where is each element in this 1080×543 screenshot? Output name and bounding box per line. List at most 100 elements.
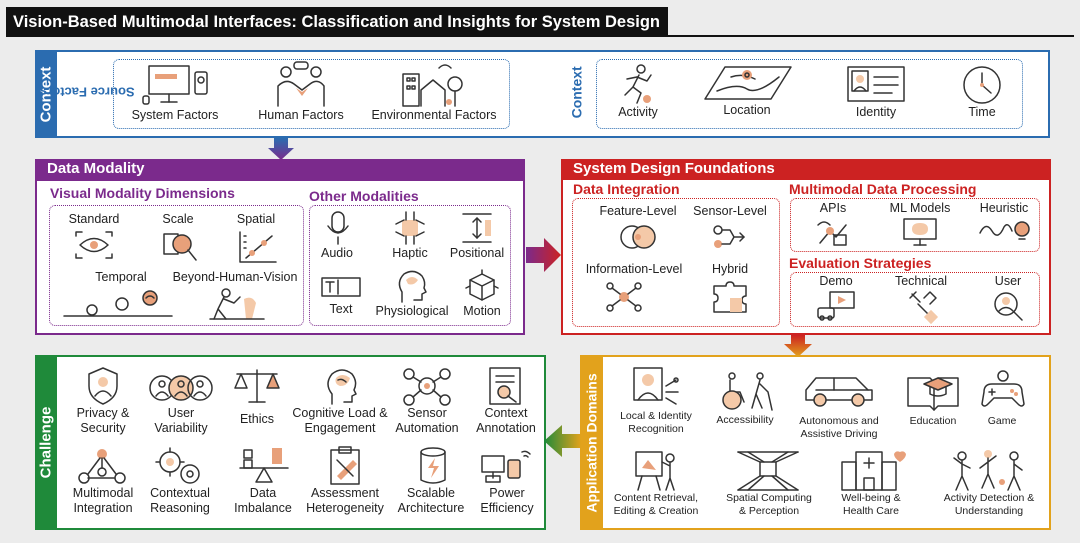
challenge-item-label: Contextual bbox=[150, 486, 210, 500]
hospital-icon bbox=[838, 448, 910, 492]
processing-item-label: APIs bbox=[819, 201, 847, 215]
processing-title: Multimodal Data Processing bbox=[789, 181, 977, 197]
sensor-icon bbox=[710, 222, 772, 254]
shield-person-icon bbox=[85, 366, 140, 406]
running-icon bbox=[617, 63, 671, 105]
other-modalities-box bbox=[309, 205, 511, 326]
network-icon bbox=[604, 280, 690, 314]
evaluation-item-technical: Technical bbox=[886, 274, 956, 325]
thermal-figure-icon bbox=[208, 287, 302, 321]
application-item-label: Health Care bbox=[842, 505, 900, 517]
application-item-label: Autonomous and bbox=[799, 415, 879, 427]
integration-item-feature-level: Feature-Level bbox=[590, 204, 686, 252]
context-item-label: Location bbox=[723, 103, 771, 117]
processing-item-label: Heuristic bbox=[979, 201, 1029, 215]
title-underline bbox=[6, 35, 1074, 37]
other-item-physiological: Physiological bbox=[370, 268, 454, 319]
challenge-item-label: Integration bbox=[73, 501, 133, 515]
integration-item-sensor-level: Sensor-Level bbox=[688, 204, 772, 254]
visual-modality-box bbox=[49, 205, 304, 326]
application-item-label: Editing & Creation bbox=[613, 505, 699, 517]
other-item-audio: Audio bbox=[314, 210, 360, 261]
challenge-item-label: Engagement bbox=[304, 421, 376, 435]
visual-modality-title: Visual Modality Dimensions bbox=[50, 185, 235, 201]
challenge-item-label: Multimodal bbox=[72, 486, 134, 500]
visual-item-label: Temporal bbox=[95, 270, 147, 284]
puzzle-icon bbox=[710, 280, 760, 314]
visual-item-scale: Scale bbox=[150, 212, 206, 262]
challenge-item: Privacy & Security bbox=[66, 366, 140, 436]
challenge-item-label: Data bbox=[249, 486, 277, 500]
challenge-item-label: User bbox=[167, 406, 195, 420]
challenge-item: User Variability bbox=[144, 366, 218, 436]
challenge-item-label: Power bbox=[489, 486, 525, 500]
clock-icon bbox=[961, 63, 1011, 105]
application-item-label: Well-being & bbox=[841, 492, 901, 504]
data-integration-title: Data Integration bbox=[573, 181, 680, 197]
challenge-panel bbox=[35, 355, 546, 530]
hands-icon bbox=[392, 210, 438, 246]
challenge-item: Sensor Automation bbox=[392, 366, 462, 436]
integration-item-label: Information-Level bbox=[585, 262, 683, 276]
other-modalities-title: Other Modalities bbox=[309, 188, 419, 204]
annotation-icon bbox=[488, 366, 540, 406]
challenge-item: Context Annotation bbox=[472, 366, 540, 436]
venn-icon bbox=[618, 222, 686, 252]
source-item-label: Human Factors bbox=[258, 108, 344, 122]
integration-item-information-level: Information-Level bbox=[578, 262, 690, 314]
context-item-label: Identity bbox=[855, 105, 897, 119]
application-item: Accessibility bbox=[708, 372, 782, 427]
context-item-location: Location bbox=[699, 63, 795, 118]
car-icon bbox=[802, 370, 888, 410]
other-item-motion: Motion bbox=[456, 268, 508, 319]
context-item-activity: Activity bbox=[605, 63, 671, 120]
scales-icon bbox=[233, 366, 288, 406]
evaluation-item-label: Demo bbox=[819, 274, 853, 288]
challenge-item: Contextual Reasoning bbox=[144, 446, 216, 516]
gears-icon bbox=[154, 446, 216, 486]
context-item-label: Time bbox=[968, 105, 996, 119]
context-factors-label: Context bbox=[568, 65, 585, 119]
api-icon bbox=[816, 217, 858, 247]
face-id-icon bbox=[630, 366, 706, 410]
challenge-side-label: Challenge bbox=[35, 355, 57, 530]
application-item: Local & Identity Recognition bbox=[606, 366, 706, 436]
application-item-label: Local & Identity bbox=[620, 410, 692, 422]
monitor-icon bbox=[142, 62, 234, 108]
application-side-label: Application Domains bbox=[580, 355, 603, 530]
evaluation-title: Evaluation Strategies bbox=[789, 255, 932, 271]
visual-item-standard: Standard bbox=[60, 212, 128, 260]
database-bolt-icon bbox=[418, 446, 470, 486]
cube-motion-icon bbox=[464, 268, 508, 304]
gamepad-icon bbox=[978, 368, 1030, 412]
demo-icon bbox=[816, 290, 864, 321]
system-design-header: System Design Foundations bbox=[561, 159, 1051, 180]
arrow-design-to-application bbox=[784, 335, 812, 357]
challenge-item-label: Context bbox=[484, 406, 528, 420]
processing-box bbox=[790, 198, 1040, 252]
integration-item-hybrid: Hybrid bbox=[700, 262, 760, 314]
visual-item-spatial: Spatial bbox=[228, 212, 284, 264]
application-item-label: Assistive Driving bbox=[800, 428, 878, 440]
page-title: Vision-Based Multimodal Interfaces: Clas… bbox=[6, 7, 668, 37]
arrow-application-to-challenge bbox=[544, 425, 581, 457]
other-item-label: Positional bbox=[449, 246, 505, 260]
challenge-item-label: Assessment bbox=[310, 486, 380, 500]
source-item-system: System Factors bbox=[116, 62, 234, 123]
other-item-label: Audio bbox=[321, 246, 353, 260]
challenge-item: Ethics bbox=[226, 366, 288, 427]
people-activity-icon bbox=[950, 448, 1046, 492]
evaluation-item-demo: Demo bbox=[808, 274, 864, 321]
application-item: Well-being & Health Care bbox=[832, 448, 910, 518]
context-item-identity: Identity bbox=[828, 63, 924, 120]
challenge-item-label: Heterogeneity bbox=[306, 501, 384, 515]
source-factors-label: Source Factors bbox=[39, 84, 135, 100]
evaluation-box bbox=[790, 272, 1040, 327]
id-card-icon bbox=[846, 63, 924, 105]
spatial-icon bbox=[238, 230, 284, 264]
application-item: Content Retrieval, Editing & Creation bbox=[606, 448, 706, 518]
evaluation-item-label: Technical bbox=[894, 274, 948, 288]
processing-item-label: ML Models bbox=[889, 201, 951, 215]
application-item-label: Recognition bbox=[628, 423, 684, 435]
arrow-modality-to-design bbox=[526, 238, 561, 272]
